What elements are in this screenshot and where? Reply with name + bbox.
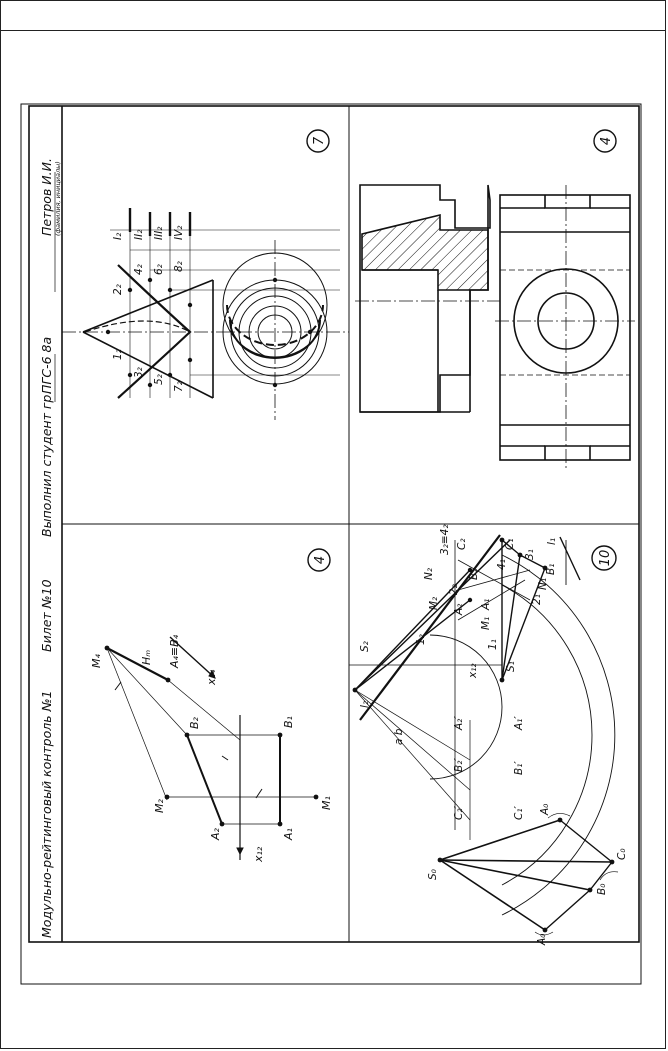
svg-text:S₁: S₁: [505, 661, 517, 672]
svg-text:l₁: l₁: [546, 538, 558, 545]
svg-text:7₂: 7₂: [173, 380, 185, 392]
svg-text:1₁: 1₁: [487, 639, 499, 650]
outer-frame: [20, 103, 642, 985]
task-4-epure: [106, 636, 316, 860]
task-4-labels: M₄ A₄≡B₄ x₂₄ Hₘ M₂ B₂ B₁ A₂ A₁ M₁ x₁₂: [90, 634, 333, 863]
task-7-points: [105, 277, 313, 388]
svg-text:C₁′: C₁′: [513, 805, 525, 820]
task-10-epure: [349, 534, 619, 936]
svg-text:3₂: 3₂: [133, 366, 145, 378]
svg-text:III₂: III₂: [153, 226, 165, 240]
svg-text:II₂: II₂: [133, 229, 145, 240]
task-10-points: [352, 537, 615, 933]
label-m4: M₄: [90, 654, 103, 668]
label-a1: A₁: [282, 828, 295, 841]
svg-text:S₂: S₂: [359, 640, 371, 652]
svg-text:C₁: C₁: [504, 538, 516, 550]
task-4-part-drawing: [355, 184, 635, 470]
svg-text:6₂: 6₂: [153, 263, 165, 275]
svg-text:5₂: 5₂: [153, 373, 165, 385]
svg-text:x₁₂: x₁₂: [467, 663, 479, 679]
task-number-bottom-right: 4: [593, 129, 617, 153]
svg-text:C₂′: C₂′: [453, 805, 465, 820]
svg-text:IV₂: IV₂: [173, 225, 185, 240]
svg-text:2₁: 2₁: [531, 594, 543, 605]
svg-text:3₂≡4₂: 3₂≡4₂: [439, 524, 451, 555]
svg-text:A₂′: A₂′: [453, 716, 465, 731]
svg-text:N₂: N₂: [423, 567, 435, 580]
svg-text:1₂: 1₂: [415, 633, 427, 645]
svg-text:2₂: 2₂: [112, 283, 124, 295]
svg-text:N₁: N₁: [537, 578, 549, 590]
student-name: Петров И.И.: [39, 158, 54, 236]
svg-text:B₂: B₂: [468, 568, 480, 580]
page-frame: [0, 30, 666, 1049]
svg-text:4₁: 4₁: [496, 559, 508, 570]
svg-text:B₀: B₀: [596, 883, 608, 895]
label-a4-b4: A₄≡B₄: [168, 634, 181, 669]
svg-text:M₂: M₂: [428, 596, 440, 610]
student-caption: (фамилия, инициалы): [54, 161, 62, 236]
task-10-labels: S₂ l₂ N₂ 3₂≡4₂ C₂ C₁ l₁ B₂ B₁ A₂ A₁ M₂ M…: [359, 524, 628, 946]
svg-text:A₁: A₁: [480, 599, 492, 611]
svg-text:1₂: 1₂: [112, 348, 124, 360]
label-b2: B₂: [188, 716, 201, 729]
label-x12: x₁₂: [252, 846, 265, 863]
svg-text:A₂: A₂: [453, 603, 465, 616]
label-hm: Hₘ: [140, 650, 153, 665]
svg-text:S₀: S₀: [427, 868, 439, 880]
svg-text:C₀: C₀: [616, 848, 628, 860]
svg-text:8₂: 8₂: [173, 260, 185, 272]
svg-text:I₂: I₂: [112, 232, 124, 240]
ticket-number: Билет №10: [39, 579, 54, 652]
svg-text:M₁: M₁: [480, 617, 492, 630]
task-number-top-right: 7: [306, 129, 330, 153]
svg-text:7: 7: [312, 136, 327, 145]
svg-text:B₁: B₁: [545, 564, 557, 575]
task-7-labels: I₂ II₂ III₂ IV₂ 1₂ 2₂ 3₂ 4₂ 5₂ 6₂ 7₂ 8₂: [112, 225, 185, 392]
task-number-bottom-left: 10: [591, 545, 617, 571]
svg-text:10: 10: [598, 550, 613, 567]
svg-text:A₁′: A₁′: [513, 716, 525, 731]
svg-text:A₀: A₀: [539, 803, 551, 816]
svg-text:B₁′: B₁′: [513, 761, 525, 775]
svg-text:4₂: 4₂: [133, 263, 145, 275]
label-b1: B₁: [282, 716, 295, 728]
svg-text:B₂′: B₂′: [453, 758, 465, 772]
task-7-epure: [62, 208, 349, 420]
label-a2: A₂: [209, 827, 222, 841]
svg-text:3₁: 3₁: [524, 549, 536, 560]
label-m1: M₁: [320, 796, 333, 810]
group-name: ПГС-6 8а: [39, 337, 54, 394]
svg-text:a b: a b: [393, 728, 405, 745]
label-m2: M₂: [153, 799, 166, 813]
task-number-top-left: 4: [307, 548, 331, 572]
done-by-label: Выполнил студент гр.: [39, 391, 54, 537]
task-4-points: [104, 645, 319, 827]
svg-text:2₂: 2₂: [448, 583, 460, 595]
svg-text:A₀: A₀: [536, 933, 548, 946]
title-block: Модульно-рейтинговый контроль №1 Билет №…: [39, 158, 62, 938]
svg-text:l₂: l₂: [359, 700, 371, 708]
svg-text:C₂: C₂: [456, 538, 468, 550]
control-title: Модульно-рейтинговый контроль №1: [39, 690, 54, 938]
label-x24: x₂₄: [205, 669, 218, 686]
svg-text:4: 4: [313, 556, 328, 564]
svg-text:4: 4: [599, 137, 614, 145]
